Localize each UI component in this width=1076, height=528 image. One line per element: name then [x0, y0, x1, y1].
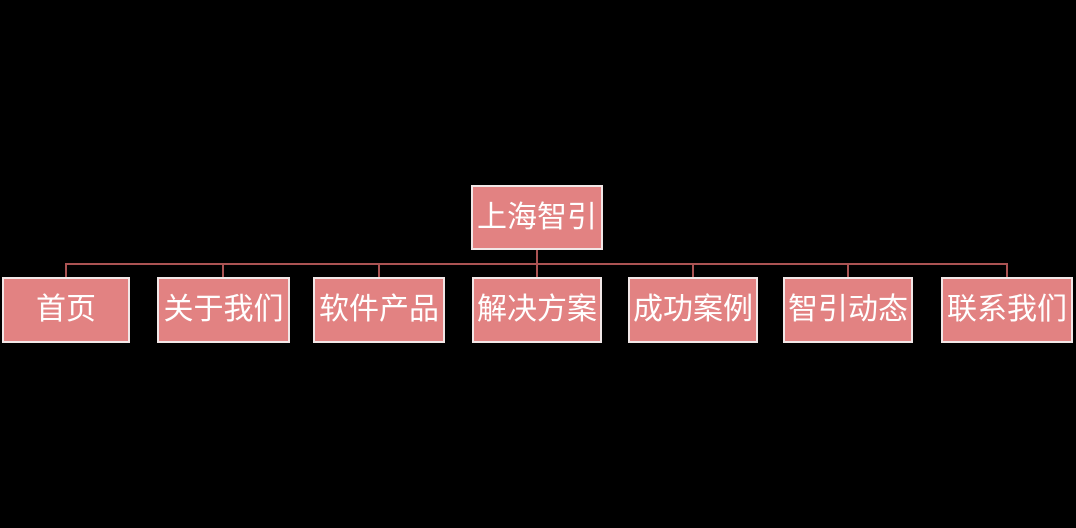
connector-stub-home	[65, 263, 67, 277]
node-about-us[interactable]: 关于我们	[157, 277, 290, 343]
node-company-news-label: 智引动态	[788, 293, 908, 326]
node-home-label: 首页	[36, 293, 96, 326]
node-success-cases-label: 成功案例	[633, 293, 753, 326]
root-node-company[interactable]: 上海智引	[471, 185, 603, 250]
node-solutions-label: 解决方案	[477, 293, 597, 326]
node-about-us-label: 关于我们	[163, 293, 284, 326]
root-node-label: 上海智引	[477, 200, 597, 234]
connector-root-stem	[536, 250, 538, 265]
connector-stub-products	[378, 263, 380, 277]
node-success-cases[interactable]: 成功案例	[628, 277, 758, 343]
connector-stub-cases	[692, 263, 694, 277]
node-home[interactable]: 首页	[2, 277, 130, 343]
node-contact-us-label: 联系我们	[947, 293, 1067, 326]
connector-stub-solutions	[536, 263, 538, 277]
connector-stub-news	[847, 263, 849, 277]
node-software-products[interactable]: 软件产品	[313, 277, 445, 343]
node-company-news[interactable]: 智引动态	[783, 277, 913, 343]
connector-stub-contact	[1006, 263, 1008, 277]
connector-stub-about	[222, 263, 224, 277]
node-solutions[interactable]: 解决方案	[472, 277, 602, 343]
node-software-products-label: 软件产品	[319, 293, 439, 326]
node-contact-us[interactable]: 联系我们	[941, 277, 1073, 343]
